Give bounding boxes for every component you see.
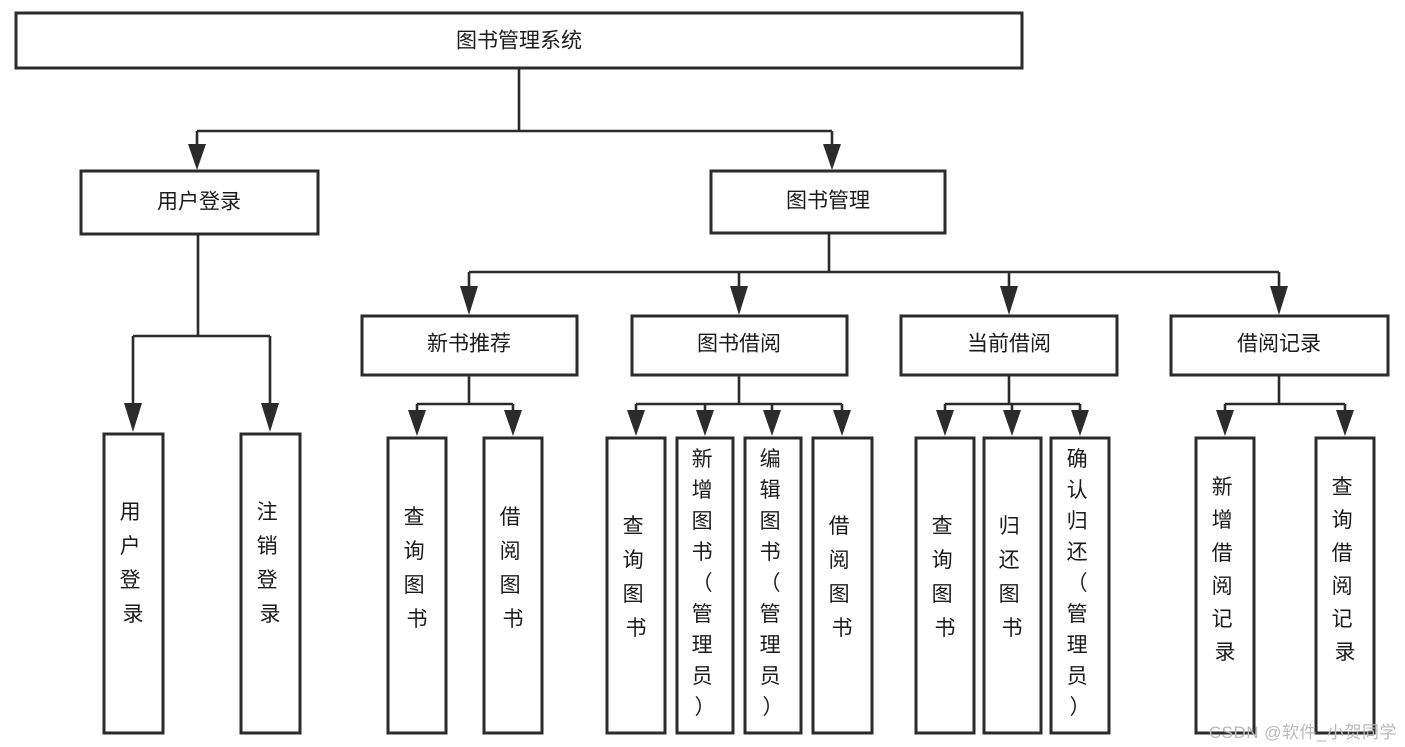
- leaf-query-book-borrow[interactable]: 查 询 图 书: [605, 436, 667, 735]
- connector-current-borrow-trunk: [943, 375, 1082, 412]
- node-root-label: 图书管理系统: [456, 30, 582, 53]
- node-new-book-recommend-label: 新书推荐: [427, 333, 511, 356]
- node-new-book-recommend-box[interactable]: [360, 314, 579, 377]
- arrow-to-leaf-borrow-book-recommend: [504, 410, 522, 436]
- node-borrow-record-box[interactable]: [1169, 314, 1390, 377]
- connector-layer: [124, 68, 1354, 436]
- leaf-borrow-book-borrow-label: 借 阅 图 书: [829, 515, 856, 640]
- leaf-query-book-borrow-label: 查 询 图 书: [623, 515, 650, 640]
- leaf-add-book-admin[interactable]: 新 增 图 书 （ 管 理 员 ）: [675, 436, 735, 735]
- leaf-return-book[interactable]: 归 还 图 书: [982, 436, 1043, 735]
- node-book-management-label: 图书管理: [786, 190, 870, 213]
- leaf-query-book-current-label: 查 询 图 书: [932, 515, 959, 640]
- leaf-add-borrow-record-box[interactable]: [1194, 436, 1256, 735]
- arrow-to-leaf-query-book-recommend: [408, 410, 426, 436]
- leaf-query-borrow-record-box[interactable]: [1314, 436, 1376, 735]
- leaf-user-login[interactable]: 用 户 登 录: [102, 432, 165, 735]
- arrow-to-borrow-record: [1270, 286, 1288, 315]
- node-current-borrow-label: 当前借阅: [967, 333, 1051, 356]
- node-book-borrow-label: 图书借阅: [697, 333, 781, 356]
- node-borrow-record-label: 借阅记录: [1237, 333, 1321, 356]
- arrow-to-leaf-query-borrow-record: [1336, 410, 1354, 436]
- arrow-to-user-login: [188, 144, 206, 170]
- leaf-query-borrow-record-label: 查 询 借 阅 记 录: [1332, 476, 1359, 664]
- arrow-to-leaf-edit-book-admin: [763, 410, 781, 436]
- node-book-management[interactable]: 图书管理: [709, 169, 947, 235]
- leaf-query-book-current-box[interactable]: [914, 436, 976, 735]
- leaf-confirm-return-admin[interactable]: 确 认 归 还 （ 管 理 员 ）: [1049, 436, 1111, 735]
- leaf-return-book-box[interactable]: [982, 436, 1043, 735]
- csdn-watermark: CSDN @软件_小贺同学: [1208, 723, 1397, 742]
- arrow-to-leaf-confirm-return-admin: [1071, 410, 1089, 436]
- leaf-confirm-return-admin-box[interactable]: [1049, 436, 1111, 735]
- node-user-login-box[interactable]: [79, 169, 320, 236]
- node-book-management-box[interactable]: [709, 169, 947, 235]
- leaf-user-login-label: 用 户 登 录: [120, 501, 147, 626]
- connector-user-login-trunk: [131, 235, 272, 405]
- leaf-return-book-label: 归 还 图 书: [999, 515, 1026, 640]
- leaf-edit-book-admin[interactable]: 编 辑 图 书 （ 管 理 员 ）: [743, 436, 803, 735]
- leaf-borrow-book-recommend-box[interactable]: [482, 436, 544, 735]
- connector-root-trunk: [195, 68, 834, 146]
- leaf-borrow-book-recommend[interactable]: 借 阅 图 书: [482, 436, 544, 735]
- leaf-borrow-book-borrow-box[interactable]: [811, 436, 874, 735]
- leaf-query-book-current[interactable]: 查 询 图 书: [914, 436, 976, 735]
- arrow-to-leaf-logout-login: [261, 403, 279, 432]
- leaf-logout-login-label: 注 销 登 录: [257, 501, 284, 626]
- leaf-confirm-return-admin-label: 确 认 归 还 （ 管 理 员 ）: [1067, 448, 1094, 719]
- arrow-to-leaf-add-book-admin: [696, 410, 714, 436]
- leaf-edit-book-admin-box[interactable]: [743, 436, 803, 735]
- leaf-add-borrow-record[interactable]: 新 增 借 阅 记 录: [1194, 436, 1256, 735]
- connector-new-book-recommend-trunk: [415, 375, 515, 412]
- connector-book-borrow-trunk: [634, 375, 844, 412]
- arrow-to-leaf-query-book-current: [936, 410, 954, 436]
- leaf-query-book-borrow-box[interactable]: [605, 436, 667, 735]
- node-book-borrow[interactable]: 图书借阅: [630, 314, 849, 377]
- leaf-query-borrow-record[interactable]: 查 询 借 阅 记 录: [1314, 436, 1376, 735]
- node-root[interactable]: 图书管理系统: [14, 11, 1024, 70]
- leaf-query-book-recommend[interactable]: 查 询 图 书: [386, 436, 448, 735]
- leaf-query-book-recommend-box[interactable]: [386, 436, 448, 735]
- connector-borrow-record-trunk: [1223, 375, 1347, 412]
- node-root-box[interactable]: [14, 11, 1024, 70]
- node-user-login-label: 用户登录: [157, 191, 241, 214]
- leaf-user-login-box[interactable]: [102, 432, 165, 735]
- node-user-login[interactable]: 用户登录: [79, 169, 320, 236]
- leaf-edit-book-admin-label: 编 辑 图 书 （ 管 理 员 ）: [760, 448, 787, 719]
- leaf-query-book-recommend-label: 查 询 图 书: [404, 506, 431, 631]
- leaf-logout-login-box[interactable]: [239, 432, 302, 735]
- leaf-add-borrow-record-label: 新 增 借 阅 记 录: [1212, 476, 1239, 664]
- node-current-borrow-box[interactable]: [899, 314, 1119, 377]
- leaf-logout-login[interactable]: 注 销 登 录: [239, 432, 302, 735]
- node-book-borrow-box[interactable]: [630, 314, 849, 377]
- leaf-borrow-book-borrow[interactable]: 借 阅 图 书: [811, 436, 874, 735]
- arrow-to-leaf-add-borrow-record: [1216, 410, 1234, 436]
- node-borrow-record[interactable]: 借阅记录: [1169, 314, 1390, 377]
- arrow-to-book-borrow: [730, 286, 748, 315]
- arrow-to-new-book-recommend: [460, 286, 478, 315]
- arrow-to-current-borrow: [1000, 286, 1018, 315]
- arrow-to-leaf-user-login: [124, 403, 142, 432]
- leaf-borrow-book-recommend-label: 借 阅 图 书: [500, 506, 527, 631]
- leaf-add-book-admin-label: 新 增 图 书 （ 管 理 员 ）: [692, 448, 719, 719]
- arrow-to-leaf-borrow-book-borrow: [833, 410, 851, 436]
- arrow-to-leaf-query-book-borrow: [627, 410, 645, 436]
- arrow-to-book-management: [823, 144, 841, 170]
- leaf-add-book-admin-box[interactable]: [675, 436, 735, 735]
- connector-book-management-trunk: [467, 233, 1281, 288]
- node-new-book-recommend[interactable]: 新书推荐: [360, 314, 579, 377]
- node-current-borrow[interactable]: 当前借阅: [899, 314, 1119, 377]
- arrow-to-leaf-return-book: [1003, 410, 1021, 436]
